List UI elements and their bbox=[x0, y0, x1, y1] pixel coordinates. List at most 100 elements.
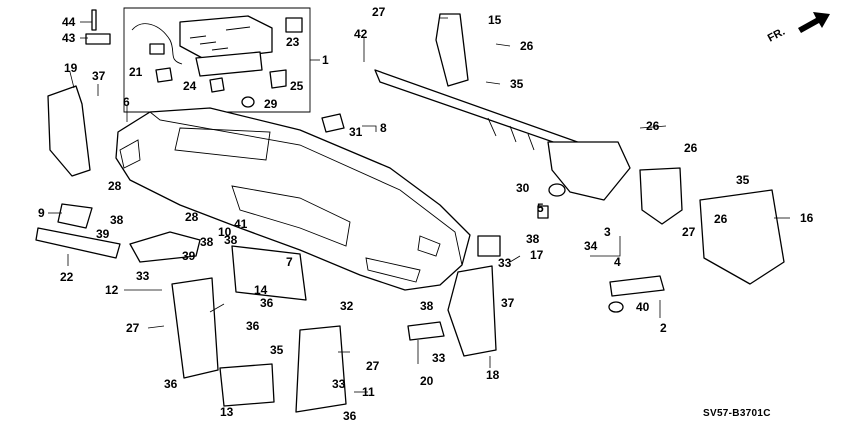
leader-lines bbox=[48, 17, 790, 393]
left-vent-opening bbox=[119, 139, 141, 169]
callout-30: 30 bbox=[516, 181, 530, 195]
callout-38e: 38 bbox=[526, 232, 540, 246]
callout-39: 39 bbox=[96, 227, 110, 241]
callout-36: 36 bbox=[260, 296, 274, 310]
callout-3: 3 bbox=[604, 225, 611, 239]
callout-36d: 36 bbox=[343, 409, 357, 423]
callout-14: 14 bbox=[254, 283, 268, 297]
part-20-clip bbox=[407, 321, 445, 341]
part-10-bracket bbox=[129, 231, 201, 263]
part-22-rail bbox=[35, 227, 121, 259]
callout-36b: 36 bbox=[246, 319, 260, 333]
part-5-plug bbox=[537, 205, 549, 219]
callout-33d: 33 bbox=[498, 256, 512, 270]
part-14-bracket bbox=[231, 245, 307, 301]
part-12-side-panel bbox=[171, 277, 219, 379]
callout-1: 1 bbox=[322, 53, 329, 67]
part-15-bracket bbox=[435, 13, 469, 87]
airbag-group-frame bbox=[123, 7, 311, 113]
callout-26b: 26 bbox=[646, 119, 660, 133]
callout-6: 6 bbox=[123, 95, 130, 109]
callout-19: 19 bbox=[64, 61, 78, 75]
callout-35: 35 bbox=[510, 77, 524, 91]
callout-38: 38 bbox=[110, 213, 124, 227]
callout-26d: 26 bbox=[714, 212, 728, 226]
callout-44: 44 bbox=[62, 15, 76, 29]
front-direction-indicator: FR. bbox=[766, 12, 830, 45]
callout-8: 8 bbox=[380, 121, 387, 135]
callout-21: 21 bbox=[129, 65, 143, 79]
center-console-opening bbox=[231, 185, 351, 247]
part-31-clip bbox=[321, 113, 345, 133]
callout-41: 41 bbox=[234, 217, 248, 231]
part-44-pin bbox=[91, 9, 97, 31]
callout-28b: 28 bbox=[185, 210, 199, 224]
callout-43: 43 bbox=[62, 31, 76, 45]
callout-25: 25 bbox=[290, 79, 304, 93]
steering-hanger-beam bbox=[374, 13, 683, 225]
callout-26: 26 bbox=[520, 39, 534, 53]
part-40-nut bbox=[608, 301, 624, 313]
callout-35b: 35 bbox=[270, 343, 284, 357]
steering-column-bracket bbox=[547, 141, 631, 201]
glovebox-lower-edge bbox=[365, 257, 421, 283]
callout-37: 37 bbox=[92, 69, 106, 83]
part-18-side-cover bbox=[447, 265, 497, 357]
airbag-harness bbox=[131, 23, 183, 65]
dashboard-panel bbox=[115, 107, 471, 291]
part-11-side-panel bbox=[295, 325, 347, 413]
part-24-clip bbox=[209, 77, 225, 93]
diagram-code: SV57-B3701C bbox=[703, 408, 771, 419]
callout-31: 31 bbox=[349, 125, 363, 139]
callout-26c: 26 bbox=[684, 141, 698, 155]
callout-35c: 35 bbox=[736, 173, 750, 187]
callout-12: 12 bbox=[105, 283, 119, 297]
part-9-bracket bbox=[57, 203, 93, 229]
part-43-clip bbox=[85, 33, 111, 45]
part-21-clip bbox=[155, 67, 173, 83]
dashboard-display-opening bbox=[174, 127, 271, 161]
right-side-bracket bbox=[639, 167, 683, 225]
airbag-bracket bbox=[195, 51, 263, 77]
front-arrow-icon bbox=[798, 12, 830, 33]
part-17-clip bbox=[477, 235, 501, 257]
callout-27c: 27 bbox=[366, 359, 380, 373]
callouts: 44 43 19 37 6 21 24 29 23 1 25 27 15 42 … bbox=[38, 5, 814, 423]
callout-29: 29 bbox=[264, 97, 278, 111]
callout-33c: 33 bbox=[432, 351, 446, 365]
callout-18: 18 bbox=[486, 368, 500, 382]
front-direction-label: FR. bbox=[766, 26, 787, 45]
part-29-nut bbox=[241, 96, 255, 108]
callout-28: 28 bbox=[108, 179, 122, 193]
callout-10: 10 bbox=[218, 225, 232, 239]
callout-37b: 37 bbox=[501, 296, 515, 310]
callout-33b: 33 bbox=[332, 377, 346, 391]
callout-16: 16 bbox=[800, 211, 814, 225]
callout-4: 4 bbox=[614, 255, 621, 269]
callout-11: 11 bbox=[362, 385, 375, 399]
callout-27d: 27 bbox=[682, 225, 696, 239]
part-25-bracket bbox=[269, 69, 287, 89]
callout-36c: 36 bbox=[164, 377, 178, 391]
part-13-bracket bbox=[219, 363, 275, 407]
airbag-label-plate bbox=[285, 17, 303, 33]
airbag-module-group bbox=[123, 7, 311, 113]
callout-5: 5 bbox=[537, 201, 544, 215]
callout-38c: 38 bbox=[224, 233, 238, 247]
callout-17: 17 bbox=[530, 248, 544, 262]
callout-39b: 39 bbox=[182, 249, 196, 263]
callout-33: 33 bbox=[136, 269, 150, 283]
callout-7: 7 bbox=[286, 255, 293, 269]
callout-22: 22 bbox=[60, 270, 74, 284]
callout-38b: 38 bbox=[200, 235, 214, 249]
part-16-bracket bbox=[699, 189, 785, 285]
callout-27b: 27 bbox=[126, 321, 140, 335]
callout-13: 13 bbox=[220, 405, 234, 419]
callout-2: 2 bbox=[660, 321, 667, 335]
callout-40: 40 bbox=[636, 300, 650, 314]
callout-24: 24 bbox=[183, 79, 197, 93]
callout-9: 9 bbox=[38, 206, 45, 220]
callout-20: 20 bbox=[420, 374, 434, 388]
right-vent-opening bbox=[417, 235, 441, 257]
